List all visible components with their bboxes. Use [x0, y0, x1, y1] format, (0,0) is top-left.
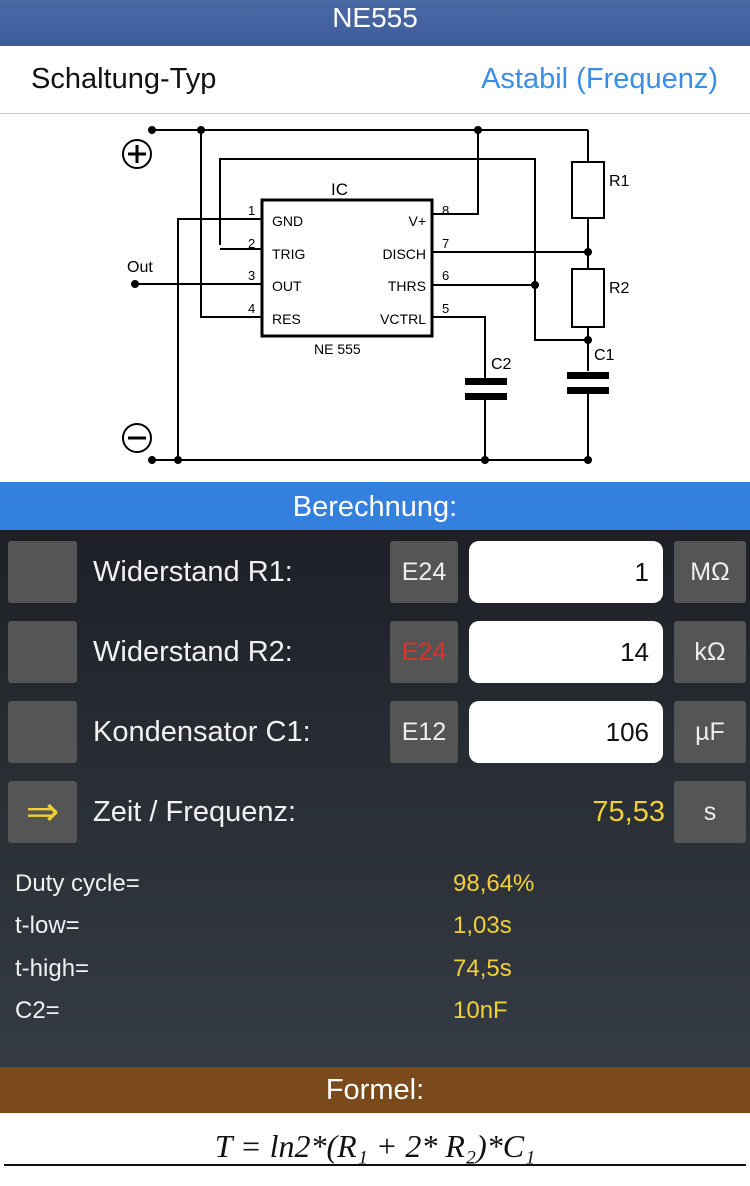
series-button-c1[interactable]: E12: [390, 701, 458, 763]
pin-num: 3: [248, 268, 255, 283]
r2-label: R2: [609, 280, 630, 297]
result-unit-button[interactable]: s: [674, 781, 746, 843]
ne555-schematic: IC NE 555 Out R1 R2 C1 C2 1 2 3 4 GND TR…: [122, 126, 630, 464]
arrow-right-icon[interactable]: ⇒: [8, 781, 77, 843]
row-label-r1: Widerstand R1:: [93, 556, 293, 588]
circuit-diagram: IC NE 555 Out R1 R2 C1 C2 1 2 3 4 GND TR…: [0, 114, 750, 482]
out-label: Out: [127, 259, 153, 276]
calc-panel: Widerstand R1: E24 1 MΩ Widerstand R2: E…: [0, 530, 750, 1067]
plus-icon: [122, 139, 152, 169]
pin-name: DISCH: [382, 246, 426, 262]
info-value-thigh: 74,5s: [453, 955, 512, 982]
result-value: 75,53: [592, 796, 665, 828]
c1-label: C1: [594, 347, 615, 364]
pin-num: 8: [442, 203, 449, 218]
pin-num: 6: [442, 268, 449, 283]
info-label-thigh: t-high=: [15, 955, 90, 982]
pin-name: OUT: [272, 278, 302, 294]
lock-toggle-r2[interactable]: [8, 621, 77, 683]
r1-label: R1: [609, 173, 630, 190]
info-label-duty: Duty cycle=: [15, 870, 140, 897]
unit-button-r1[interactable]: MΩ: [674, 541, 746, 603]
lock-toggle-c1[interactable]: [8, 701, 77, 763]
chip-name: NE 555: [314, 341, 361, 357]
pin-name: THRS: [388, 278, 426, 294]
nav-title: NE555: [0, 0, 750, 46]
input-c1[interactable]: 106: [469, 701, 663, 763]
formula-divider: [4, 1164, 746, 1166]
pin-name: V+: [408, 213, 426, 229]
row-label-c1: Kondensator C1:: [93, 716, 311, 748]
formula-section-header: Formel:: [0, 1067, 750, 1113]
ic-label: IC: [331, 180, 348, 199]
pin-num: 2: [248, 236, 255, 251]
formula-area: T = ln2*(R₁ + 2* R₂)*C₁: [0, 1114, 750, 1186]
unit-button-r2[interactable]: kΩ: [674, 621, 746, 683]
series-button-r2[interactable]: E24: [390, 621, 458, 683]
c2-label: C2: [491, 356, 512, 373]
info-value-tlow: 1,03s: [453, 912, 512, 939]
circuit-type-value[interactable]: Astabil (Frequenz): [481, 63, 718, 95]
minus-icon: [122, 423, 152, 453]
pin-num: 1: [248, 203, 255, 218]
pin-name: TRIG: [272, 246, 305, 262]
formula-text: T = ln2*(R₁ + 2* R₂)*C₁: [214, 1128, 536, 1164]
lock-toggle-r1[interactable]: [8, 541, 77, 603]
pin-name: GND: [272, 213, 303, 229]
info-label-tlow: t-low=: [15, 912, 80, 939]
info-value-duty: 98,64%: [453, 870, 535, 897]
info-value-c2: 10nF: [453, 997, 508, 1024]
circuit-type-row[interactable]: Schaltung-Typ Astabil (Frequenz): [0, 47, 750, 114]
pin-num: 5: [442, 301, 449, 316]
pin-name: RES: [272, 311, 301, 327]
input-r2[interactable]: 14: [469, 621, 663, 683]
row-label-r2: Widerstand R2:: [93, 636, 293, 668]
pin-num: 4: [248, 301, 255, 316]
pin-num: 7: [442, 236, 449, 251]
pin-name: VCTRL: [380, 311, 426, 327]
calc-section-header: Berechnung:: [0, 482, 750, 530]
info-label-c2: C2=: [15, 997, 60, 1024]
input-r1[interactable]: 1: [469, 541, 663, 603]
circuit-type-label: Schaltung-Typ: [31, 63, 217, 95]
unit-button-c1[interactable]: µF: [674, 701, 746, 763]
series-button-r1[interactable]: E24: [390, 541, 458, 603]
result-label: Zeit / Frequenz:: [93, 796, 297, 828]
